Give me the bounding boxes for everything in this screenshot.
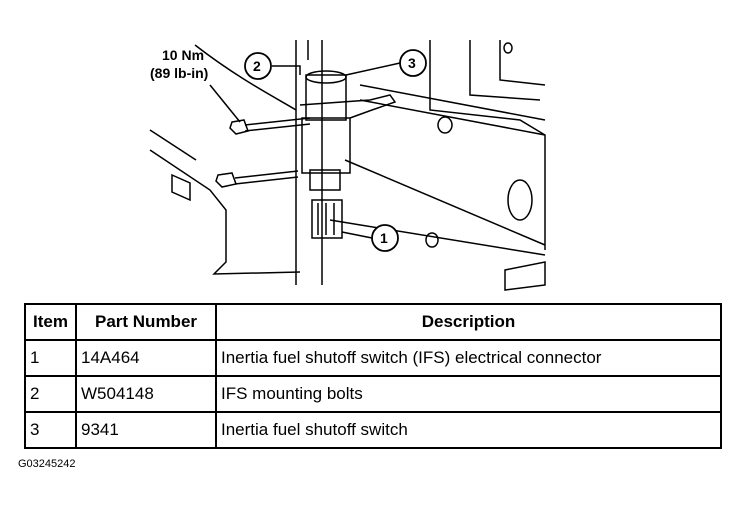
parts-table: Item Part Number Description 1 14A464 In…: [24, 303, 722, 449]
header-item: Item: [24, 303, 77, 341]
torque-lbin-label: (89 lb-in): [150, 65, 208, 81]
header-part-number: Part Number: [75, 303, 217, 341]
cell-part-number: W504148: [75, 375, 217, 413]
graphic-id: G03245242: [18, 458, 76, 470]
cell-item: 1: [24, 339, 77, 377]
torque-nm-label: 10 Nm: [162, 47, 204, 63]
cell-part-number: 14A464: [75, 339, 217, 377]
callout-3: 3: [408, 55, 416, 71]
callout-1: 1: [380, 230, 388, 246]
cell-description: Inertia fuel shutoff switch: [215, 411, 722, 449]
table-row: 1 14A464 Inertia fuel shutoff switch (IF…: [24, 339, 722, 377]
callout-2: 2: [253, 58, 261, 74]
cell-item: 2: [24, 375, 77, 413]
table-row: 2 W504148 IFS mounting bolts: [24, 375, 722, 413]
parts-illustration: 10 Nm (89 lb-in) 2 3 1: [149, 40, 546, 291]
cell-description: IFS mounting bolts: [215, 375, 722, 413]
cell-description: Inertia fuel shutoff switch (IFS) electr…: [215, 339, 722, 377]
cell-item: 3: [24, 411, 77, 449]
table-row: 3 9341 Inertia fuel shutoff switch: [24, 411, 722, 449]
cell-part-number: 9341: [75, 411, 217, 449]
table-header-row: Item Part Number Description: [24, 303, 722, 341]
header-description: Description: [215, 303, 722, 341]
